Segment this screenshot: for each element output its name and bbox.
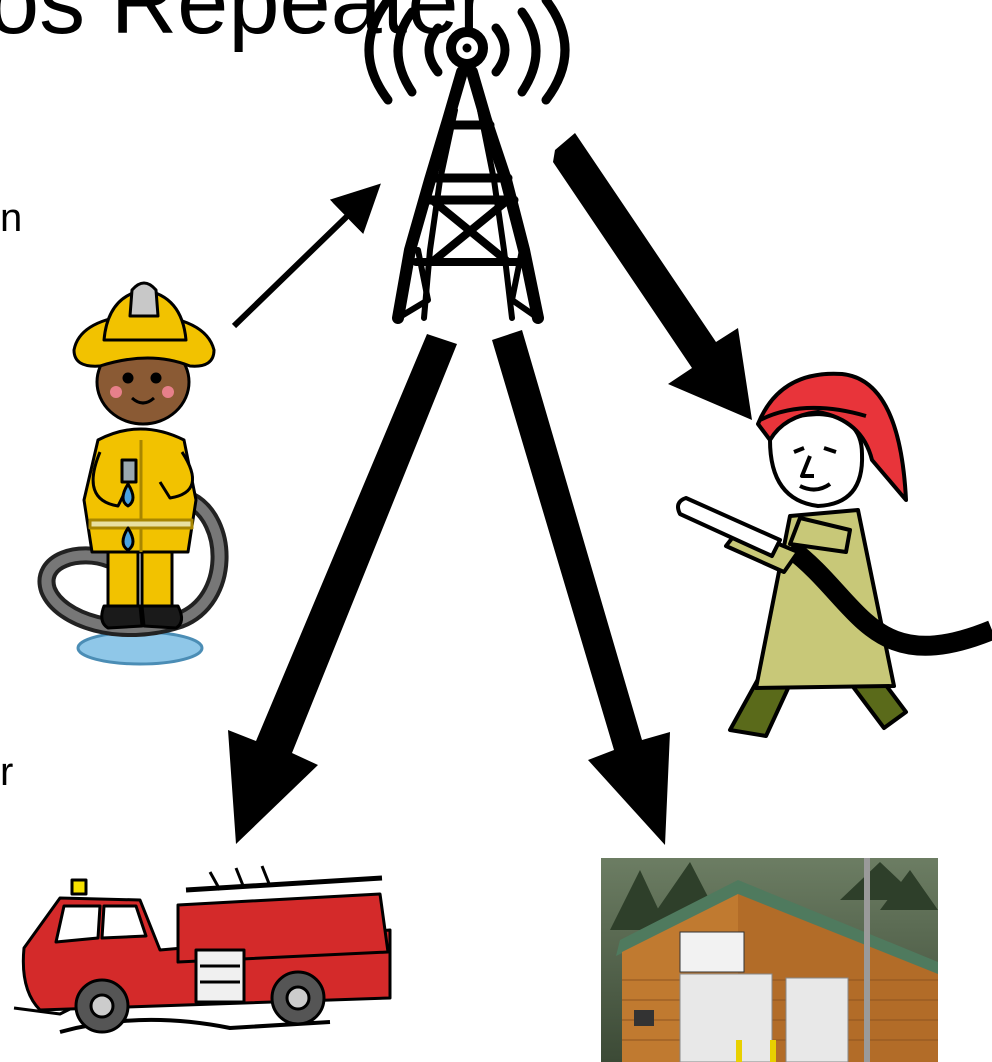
downlink-arrow-to-truck xyxy=(228,334,457,844)
fire-station-photo xyxy=(601,858,938,1062)
firefighter-with-nozzle-icon xyxy=(678,374,992,736)
fire-truck-icon xyxy=(14,866,390,1032)
downlink-arrow-to-firefighter xyxy=(553,133,752,420)
downlink-arrow-to-station xyxy=(492,330,670,845)
uplink-arrow xyxy=(234,196,368,326)
radio-tower-icon xyxy=(369,0,565,318)
firefighter-with-hose-icon xyxy=(46,283,219,664)
